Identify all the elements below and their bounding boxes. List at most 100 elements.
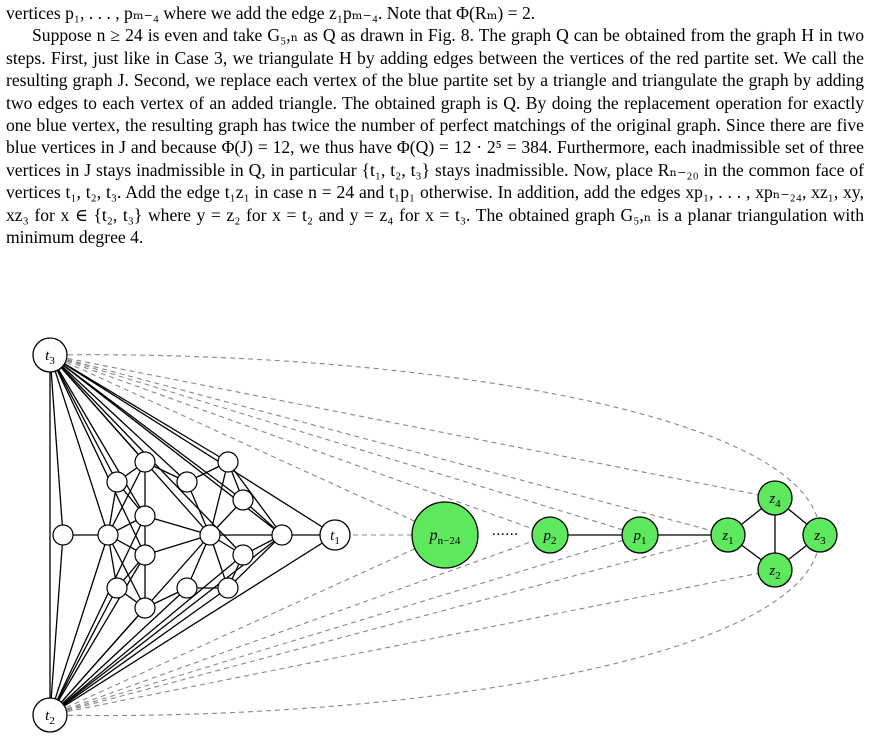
vertex-label-sub: 3 xyxy=(49,355,55,367)
vertex-label-base: p xyxy=(429,527,438,544)
inner-vertex xyxy=(232,489,254,511)
vertex-label-pn24: pn−24 xyxy=(429,527,461,547)
vertex-circle xyxy=(802,517,838,553)
vertex-z1: z1 xyxy=(710,517,746,553)
edge-t2-inner-10 xyxy=(49,534,211,716)
inner-vertex xyxy=(199,524,221,546)
dashed-edge-t3-p2 xyxy=(49,354,551,536)
inner-vertex xyxy=(106,471,128,493)
dashed-edge-t2-z3 xyxy=(49,534,821,717)
vertex-circle xyxy=(32,697,68,733)
text-line-0: vertices p₁, . . . , pₘ₋₄ where we add t… xyxy=(6,3,536,23)
edge-t3-inner-1 xyxy=(49,354,109,536)
dashed-edge-t3-p1 xyxy=(49,354,641,536)
inner-vertex xyxy=(176,577,198,599)
vertex-label-base: t xyxy=(330,528,335,544)
vertex-label-base: t xyxy=(45,708,50,724)
text-paragraph: Suppose n ≥ 24 is even and take G₅,ₙ as … xyxy=(6,25,864,248)
vertex-label-sub: 2 xyxy=(551,535,557,547)
dashed-edge-t3-z4 xyxy=(49,354,776,499)
vertex-p1: p1 xyxy=(621,516,659,554)
dashed-edge-t3-z3 xyxy=(49,354,821,536)
vertex-circle xyxy=(710,517,746,553)
inner-vertex xyxy=(134,544,156,566)
edge-t3-inner-11 xyxy=(49,354,229,463)
vertex-z4: z4 xyxy=(757,480,793,516)
vertex-label-base: p xyxy=(543,528,552,544)
vertex-label-base: z xyxy=(768,563,775,579)
vertex-label-z3: z3 xyxy=(813,528,826,547)
inner-vertex xyxy=(52,524,74,546)
vertex-label-t3: t3 xyxy=(45,348,55,367)
edge-t2-inner-13 xyxy=(49,554,244,716)
edge-t2-inner-1 xyxy=(49,534,109,716)
vertex-label-sub: 2 xyxy=(775,570,781,582)
edge-inner-6-10 xyxy=(144,534,211,556)
vertex-label-base: z xyxy=(813,528,820,544)
vertex-label-t1: t1 xyxy=(330,528,340,547)
vertex-label-base: p xyxy=(633,528,642,544)
edge-inner-10-11 xyxy=(209,461,229,536)
vertex-z3: z3 xyxy=(802,517,838,553)
dashed-edge-t3-pn24 xyxy=(49,354,446,536)
vertex-label-sub: 1 xyxy=(728,535,734,547)
inner-vertex xyxy=(134,505,156,527)
edge-t3-inner-6 xyxy=(49,354,146,556)
vertex-label-t2: t2 xyxy=(45,708,55,727)
vertex-z2: z2 xyxy=(757,552,793,588)
inner-vertex xyxy=(106,577,128,599)
vertex-label-sub: 3 xyxy=(820,535,826,547)
inner-vertex xyxy=(176,471,198,493)
edge-t3-inner-0 xyxy=(49,354,64,536)
edge-inner-1-4 xyxy=(107,461,146,536)
vertex-t2: t2 xyxy=(32,697,68,733)
vertex-label-z1: z1 xyxy=(721,528,733,547)
edge-t3-inner-8 xyxy=(49,354,188,483)
vertex-label-sub: 2 xyxy=(49,715,55,727)
edge-t3-inner-2 xyxy=(49,354,118,483)
vertex-label-sub: 1 xyxy=(641,535,647,547)
vertex-circle xyxy=(757,480,793,516)
vertex-circle xyxy=(32,337,68,373)
inner-vertex xyxy=(271,524,293,546)
vertex-label-sub: 4 xyxy=(775,498,781,510)
vertex-circle xyxy=(757,552,793,588)
edge-inner-1-7 xyxy=(107,534,146,609)
vertex-t1: t1 xyxy=(319,519,351,551)
vertex-label-sub: n−24 xyxy=(438,535,461,547)
edge-t2-inner-9 xyxy=(49,587,188,716)
inner-vertex xyxy=(217,577,239,599)
dashed-edge-t2-pn24 xyxy=(49,534,446,716)
vertex-circle xyxy=(621,516,659,554)
vertex-circle xyxy=(411,501,479,569)
body-text: vertices p₁, . . . , pₘ₋₄ where we add t… xyxy=(6,2,864,248)
vertex-label-p1: p1 xyxy=(633,528,647,547)
vertex-label-z4: z4 xyxy=(768,491,781,510)
edge-t2-inner-0 xyxy=(49,534,64,716)
dashed-edge-t2-p2 xyxy=(49,534,551,716)
vertex-t3: t3 xyxy=(32,337,68,373)
dashed-edge-t2-p1 xyxy=(49,534,641,716)
vertex-label-sub: 1 xyxy=(334,535,340,547)
dashed-edge-t2-z2 xyxy=(49,569,776,716)
edge-t2-inner-5 xyxy=(49,515,146,716)
inner-vertex xyxy=(134,451,156,473)
edge-t3-inner-10 xyxy=(49,354,211,536)
edge-t3-t1 xyxy=(49,354,336,536)
vertex-label-p2: p2 xyxy=(543,528,557,547)
vertex-label-base: t xyxy=(45,348,50,364)
vertex-label-base: z xyxy=(721,528,728,544)
vertex-label-z2: z2 xyxy=(768,563,780,582)
vertex-label-base: z xyxy=(768,491,775,507)
ellipsis-dots: ······ xyxy=(492,527,519,543)
edge-t3-inner-5 xyxy=(49,354,146,517)
vertex-p2: p2 xyxy=(531,516,569,554)
vertex-circle xyxy=(531,516,569,554)
inner-vertex xyxy=(232,544,254,566)
edge-inner-5-10 xyxy=(144,515,211,536)
edge-t2-inner-14 xyxy=(49,587,229,716)
inner-vertex xyxy=(134,597,156,619)
